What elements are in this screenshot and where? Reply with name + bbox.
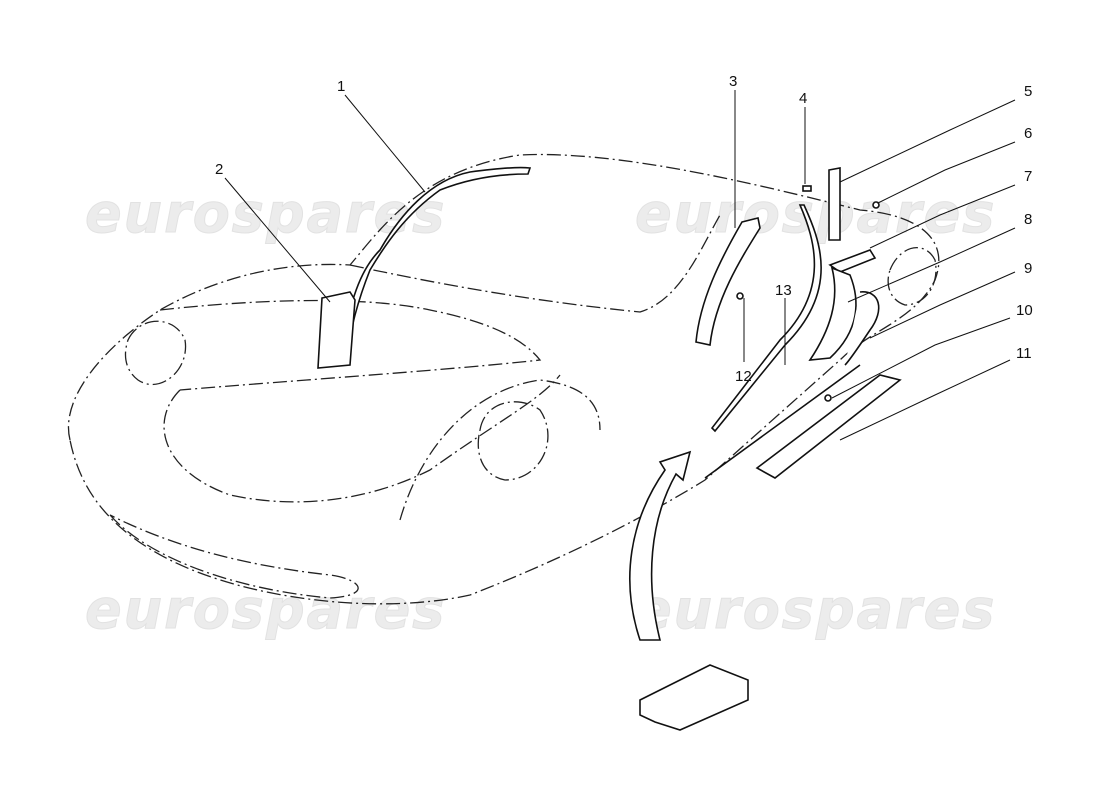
callout-12: 12 [735,368,752,385]
part-5-strip [828,167,841,241]
callout-9: 9 [1024,260,1032,277]
part-3-pillar-trim [695,217,761,346]
part-7-bracket [828,249,877,273]
part-1-windscreen-seal [339,166,532,362]
part-8-door-frame [808,266,857,361]
callout-1: 1 [337,78,345,95]
callout-6: 6 [1024,125,1032,142]
part-9-seal [844,291,880,366]
callout-4: 4 [799,90,807,107]
callout-3: 3 [729,73,737,90]
callout-10: 10 [1016,302,1033,319]
parts [317,166,902,731]
callout-13: 13 [775,282,792,299]
car-body-outline [67,153,940,605]
part-12-screw [736,292,744,300]
part-2-vent-panel [317,291,356,369]
part-10-screw [824,394,832,402]
part-6-screw [872,201,880,209]
watermarks: eurospares eurospares eurospares eurospa… [85,182,996,642]
part-4-screw [802,185,812,192]
watermark: eurospares [85,578,446,641]
leader-lines [224,90,1016,441]
callout-8: 8 [1024,211,1032,228]
seal-profile-detail [639,664,749,731]
callout-2: 2 [215,161,223,178]
callout-5: 5 [1024,83,1032,100]
part-9-strip [704,364,861,479]
part-13-seal [710,204,822,433]
callout-labels: 1 2 3 4 5 6 7 8 9 10 11 12 13 [215,73,1033,385]
callout-11: 11 [1016,345,1032,362]
watermark: eurospares [85,182,446,245]
callout-7: 7 [1024,168,1032,185]
watermark: eurospares [635,182,996,245]
watermark: eurospares [635,578,996,641]
arrow [629,450,692,641]
part-11-sill-plate [755,374,902,479]
